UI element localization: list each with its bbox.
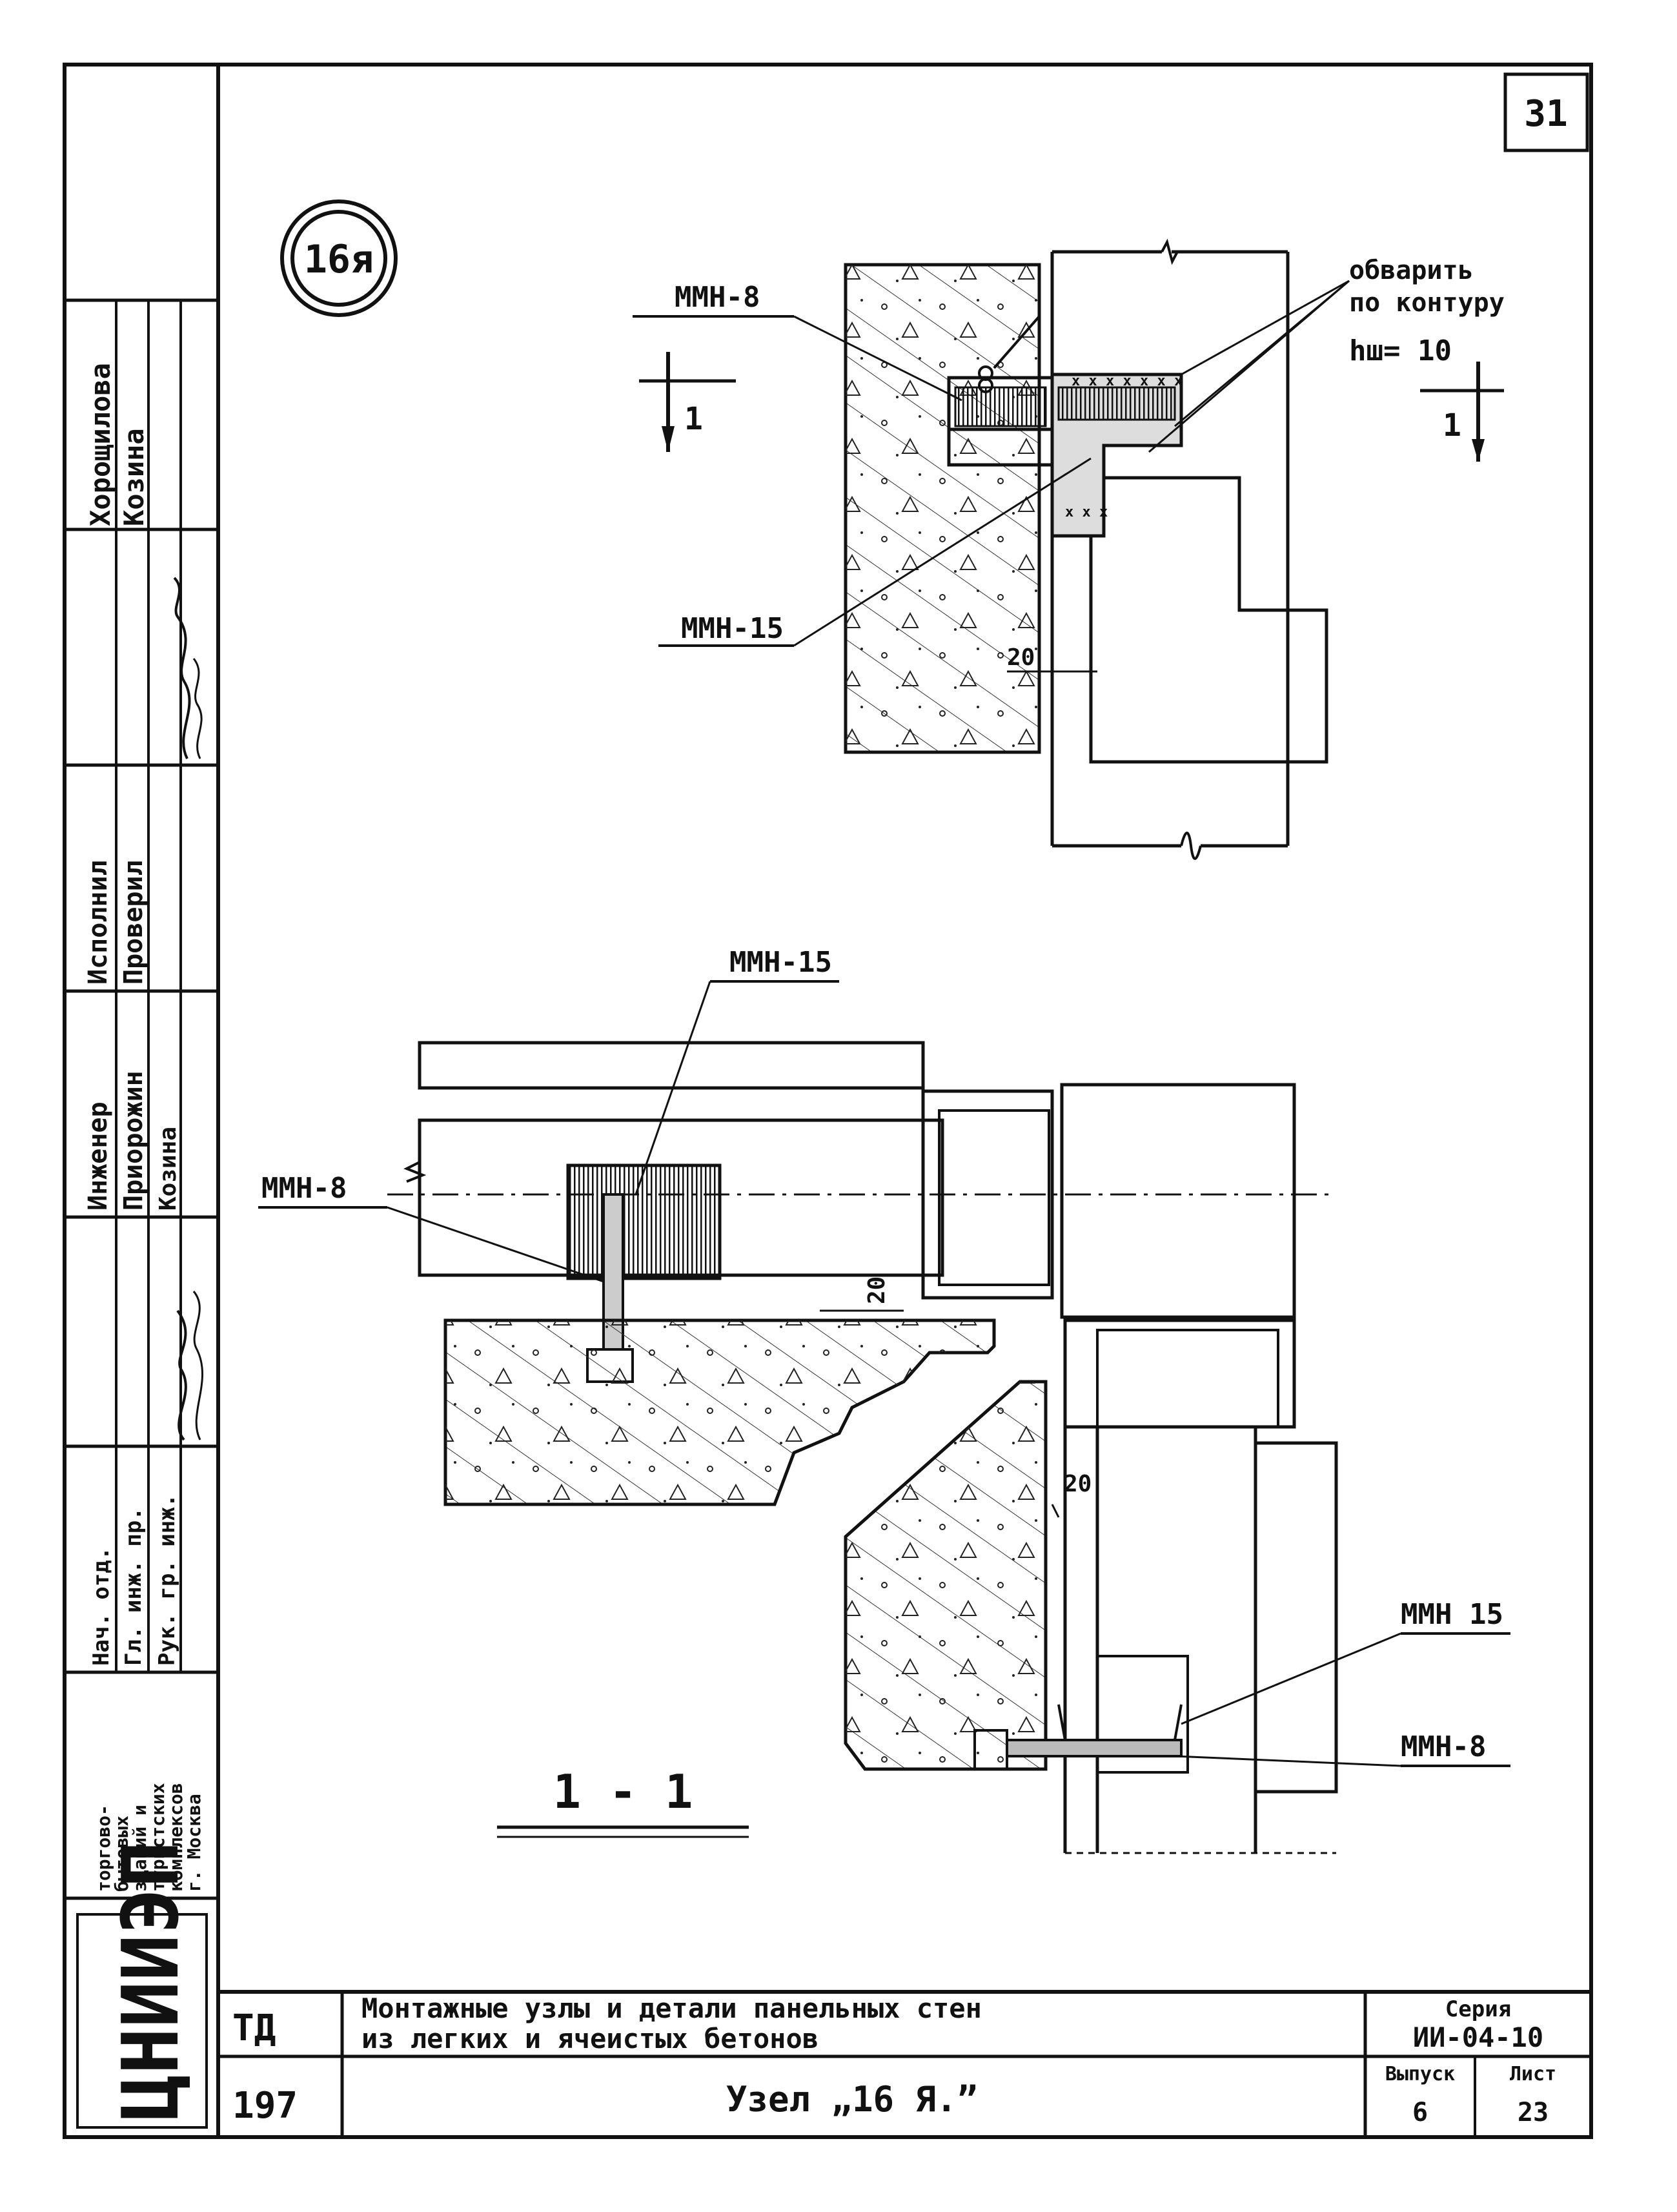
- svg-text:1: 1: [1443, 407, 1461, 444]
- section-mark-left: 1: [639, 352, 736, 452]
- drawing-number: 197: [232, 2085, 298, 2127]
- label-mmn8-top: ММН-8: [675, 281, 760, 314]
- svg-text:Приорожин: Приорожин: [119, 1070, 148, 1211]
- svg-text:Инженер: Инженер: [83, 1101, 113, 1211]
- svg-text:комплексов: комплексов: [165, 1783, 187, 1892]
- svg-text:16я: 16я: [304, 237, 374, 282]
- svg-text:1: 1: [684, 401, 703, 437]
- dim-gap-section-side: 20: [1064, 1471, 1092, 1497]
- signature-3: [176, 1309, 187, 1441]
- svg-text:Хорощилова: Хорощилова: [85, 363, 116, 526]
- series-value: ИИ-04-10: [1413, 2022, 1543, 2053]
- dim-gap-section-top: 20: [864, 1276, 890, 1304]
- svg-text:Козина: Козина: [155, 1127, 181, 1211]
- title-line-1: Монтажные узлы и детали панельных стен: [361, 1992, 982, 2024]
- title-block: ТД 197 Монтажные узлы и детали панельных…: [218, 1990, 1591, 2137]
- weld-note-1: обварить: [1349, 256, 1474, 285]
- svg-text:туристских: туристских: [147, 1783, 168, 1892]
- svg-text:Козина: Козина: [118, 428, 150, 526]
- svg-text:x x x x x x x: x x x x x x x: [1072, 373, 1183, 389]
- svg-text:Рук. гр. инж.: Рук. гр. инж.: [154, 1494, 180, 1666]
- sheet-number-box: 31: [1503, 72, 1589, 152]
- sheet-title: Узел „16 Я.”: [726, 2079, 978, 2120]
- svg-text:зданий и: зданий и: [129, 1805, 150, 1892]
- title-line-2: из легких и ячеистых бетонов: [361, 2023, 818, 2054]
- svg-text:Исполнил: Исполнил: [83, 860, 113, 985]
- label-mmn15-right: ММН 15: [1401, 1598, 1503, 1631]
- weld-note-2: по контуру: [1349, 288, 1505, 318]
- svg-text:бытовых: бытовых: [111, 1816, 132, 1892]
- label-mmn8-section: ММН-8: [261, 1172, 347, 1205]
- section-title: 1 - 1: [553, 1765, 693, 1819]
- svg-text:x x x: x x x: [1065, 504, 1108, 520]
- svg-text:Лист: Лист: [1510, 2063, 1556, 2085]
- node-mark: 16я: [280, 200, 398, 317]
- section-mark-right: 1: [1420, 362, 1504, 462]
- signature-1: [173, 577, 191, 759]
- svg-text:Гл. инж. пр.: Гл. инж. пр.: [121, 1507, 147, 1666]
- sheet-number: 31: [1524, 93, 1567, 135]
- svg-text:Проверил: Проверил: [119, 860, 148, 985]
- top-plan-view: x x x x x x x x x x ММН-8 ММН-15 обварит…: [633, 238, 1505, 860]
- label-mmn15-section: ММН-15: [729, 946, 832, 979]
- sheet-value: 23: [1518, 2098, 1549, 2127]
- label-mmn8-right: ММН-8: [1401, 1730, 1486, 1763]
- weld-note-3: hш= 10: [1349, 334, 1452, 367]
- signature-2: [192, 658, 203, 759]
- svg-text:торгово-: торгово-: [93, 1805, 114, 1892]
- svg-text:ЦНИИЭП: ЦНИИЭП: [107, 1841, 196, 2121]
- label-mmn15-top: ММН-15: [681, 612, 784, 645]
- dim-gap-top-view: 20: [1007, 644, 1035, 671]
- institute-logo: ЦНИИЭП: [76, 1841, 208, 2129]
- outer-frame: [63, 63, 1593, 2139]
- signature-4: [192, 1291, 203, 1440]
- svg-text:Нач. отд.: Нач. отд.: [88, 1547, 114, 1666]
- side-stamp: Хорощилова Козина Исполнил Проверил Инже…: [65, 298, 218, 2129]
- code: ТД: [232, 2007, 276, 2049]
- svg-text:г. Москва: г. Москва: [183, 1794, 205, 1892]
- section-view: ММН-15 ММН-8 ММН 15 ММН-8 20 20 1 - 1: [258, 946, 1510, 1854]
- issue-value: 6: [1412, 2098, 1428, 2127]
- svg-text:Выпуск: Выпуск: [1385, 2063, 1455, 2085]
- svg-text:Серия: Серия: [1445, 1996, 1511, 2022]
